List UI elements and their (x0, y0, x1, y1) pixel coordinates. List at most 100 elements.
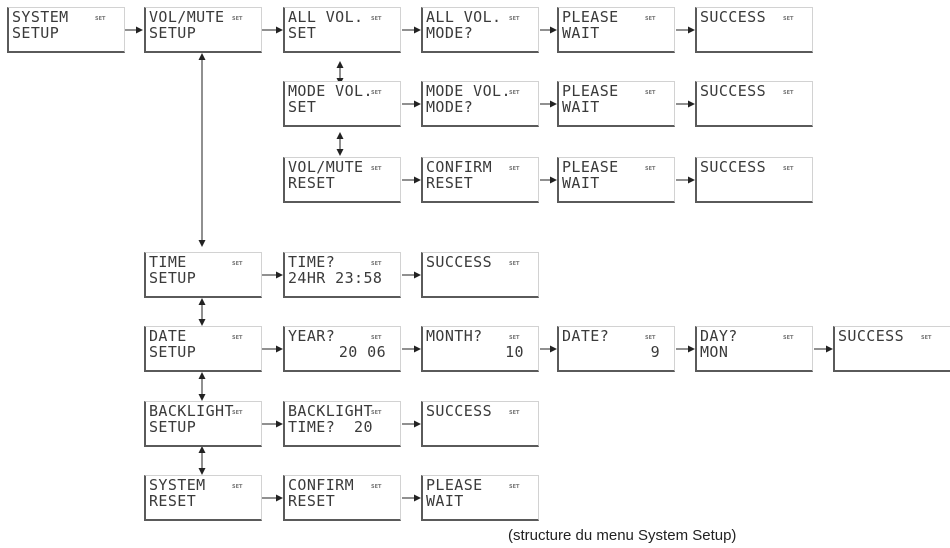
set-indicator: SET (783, 335, 794, 341)
set-indicator: SET (371, 16, 382, 22)
screen-line1: SUCCESS (700, 8, 767, 26)
screen-line1: TIME? (288, 253, 336, 271)
screen-line1: SUCCESS (838, 327, 905, 345)
screen-line2: RESET (149, 492, 197, 510)
screen-date-year: YEAR? 20 06 SET (283, 326, 401, 372)
screen-line1: CONFIRM (288, 476, 355, 494)
screen-line1: DAY? (700, 327, 738, 345)
screen-line2: 9 (650, 343, 660, 361)
screen-line2: RESET (288, 174, 336, 192)
screen-backlight-success: SUCCESS SET (421, 401, 539, 447)
screen-line1: BACKLIGHT (288, 402, 373, 420)
set-indicator: SET (232, 335, 243, 341)
screen-line1: PLEASE (426, 476, 483, 494)
screen-line1: PLEASE (562, 82, 619, 100)
screen-line2: SETUP (149, 269, 197, 287)
set-indicator: SET (509, 484, 520, 490)
screen-date-success: SUCCESS SET (833, 326, 950, 372)
screen-all-vol-please-wait: PLEASE WAIT SET (557, 7, 675, 53)
set-indicator: SET (509, 166, 520, 172)
screen-line1: MODE VOL. (426, 82, 511, 100)
set-indicator: SET (371, 410, 382, 416)
screen-date-day: DAY? MON SET (695, 326, 813, 372)
screen-system-reset-please-wait: PLEASE WAIT SET (421, 475, 539, 521)
set-indicator: SET (509, 335, 520, 341)
set-indicator: SET (371, 335, 382, 341)
screen-backlight-setup: BACKLIGHT SETUP SET (144, 401, 262, 447)
screen-mode-vol-mode: MODE VOL. MODE? SET (421, 81, 539, 127)
set-indicator: SET (232, 16, 243, 22)
screen-date-month: MONTH? 10 SET (421, 326, 539, 372)
set-indicator: SET (645, 335, 656, 341)
screen-mode-vol-success: SUCCESS SET (695, 81, 813, 127)
screen-line2: WAIT (426, 492, 464, 510)
screen-line1: DATE? (562, 327, 610, 345)
set-indicator: SET (232, 410, 243, 416)
screen-line2: TIME? 20 (288, 418, 373, 436)
screen-system-setup: SYSTEM SETUP SET (7, 7, 125, 53)
screen-line1: YEAR? (288, 327, 336, 345)
screen-line2: 10 (505, 343, 524, 361)
screen-time-value: TIME? 24HR 23:58 SET (283, 252, 401, 298)
screen-time-setup: TIME SETUP SET (144, 252, 262, 298)
set-indicator: SET (509, 261, 520, 267)
screen-date-setup: DATE SETUP SET (144, 326, 262, 372)
screen-line2: RESET (426, 174, 474, 192)
screen-line2: MON (700, 343, 729, 361)
set-indicator: SET (232, 484, 243, 490)
screen-line1: SYSTEM (149, 476, 206, 494)
screen-line1: ALL VOL. (288, 8, 364, 26)
set-indicator: SET (645, 166, 656, 172)
screen-mode-vol-set: MODE VOL. SET SET (283, 81, 401, 127)
screen-line1: TIME (149, 253, 187, 271)
screen-line1: PLEASE (562, 158, 619, 176)
screen-line2: SET (288, 24, 317, 42)
screen-line1: MONTH? (426, 327, 483, 345)
screen-vol-mute-setup: VOL/MUTE SETUP SET (144, 7, 262, 53)
screen-all-vol-mode: ALL VOL. MODE? SET (421, 7, 539, 53)
set-indicator: SET (509, 90, 520, 96)
diagram-caption: (structure du menu System Setup) (508, 527, 737, 544)
screen-line2: MODE? (426, 24, 474, 42)
screen-line1: VOL/MUTE (149, 8, 225, 26)
screen-line1: SUCCESS (700, 158, 767, 176)
set-indicator: SET (95, 16, 106, 22)
screen-all-vol-success: SUCCESS SET (695, 7, 813, 53)
screen-line1: SUCCESS (426, 402, 493, 420)
screen-line1: PLEASE (562, 8, 619, 26)
screen-line2: SETUP (12, 24, 60, 42)
screen-line2: SETUP (149, 418, 197, 436)
screen-line1: BACKLIGHT (149, 402, 234, 420)
screen-backlight-time: BACKLIGHT TIME? 20 SET (283, 401, 401, 447)
set-indicator: SET (509, 410, 520, 416)
screen-line2: WAIT (562, 174, 600, 192)
set-indicator: SET (371, 261, 382, 267)
screen-line1: MODE VOL. (288, 82, 373, 100)
screen-line2: MODE? (426, 98, 474, 116)
set-indicator: SET (783, 166, 794, 172)
screen-line2: WAIT (562, 98, 600, 116)
screen-line1: SUCCESS (426, 253, 493, 271)
screen-line1: VOL/MUTE (288, 158, 364, 176)
screen-line2: SETUP (149, 343, 197, 361)
screen-line2: SETUP (149, 24, 197, 42)
set-indicator: SET (371, 90, 382, 96)
screen-line2: RESET (288, 492, 336, 510)
screen-system-reset: SYSTEM RESET SET (144, 475, 262, 521)
screen-time-success: SUCCESS SET (421, 252, 539, 298)
set-indicator: SET (645, 16, 656, 22)
screen-line1: SUCCESS (700, 82, 767, 100)
set-indicator: SET (232, 261, 243, 267)
set-indicator: SET (783, 90, 794, 96)
screen-system-reset-confirm: CONFIRM RESET SET (283, 475, 401, 521)
screen-line2: SET (288, 98, 317, 116)
screen-line1: DATE (149, 327, 187, 345)
screen-vol-mute-reset: VOL/MUTE RESET SET (283, 157, 401, 203)
screen-vol-mute-success: SUCCESS SET (695, 157, 813, 203)
set-indicator: SET (783, 16, 794, 22)
screen-line2: WAIT (562, 24, 600, 42)
screen-mode-vol-please-wait: PLEASE WAIT SET (557, 81, 675, 127)
screen-line1: SYSTEM (12, 8, 69, 26)
set-indicator: SET (371, 166, 382, 172)
